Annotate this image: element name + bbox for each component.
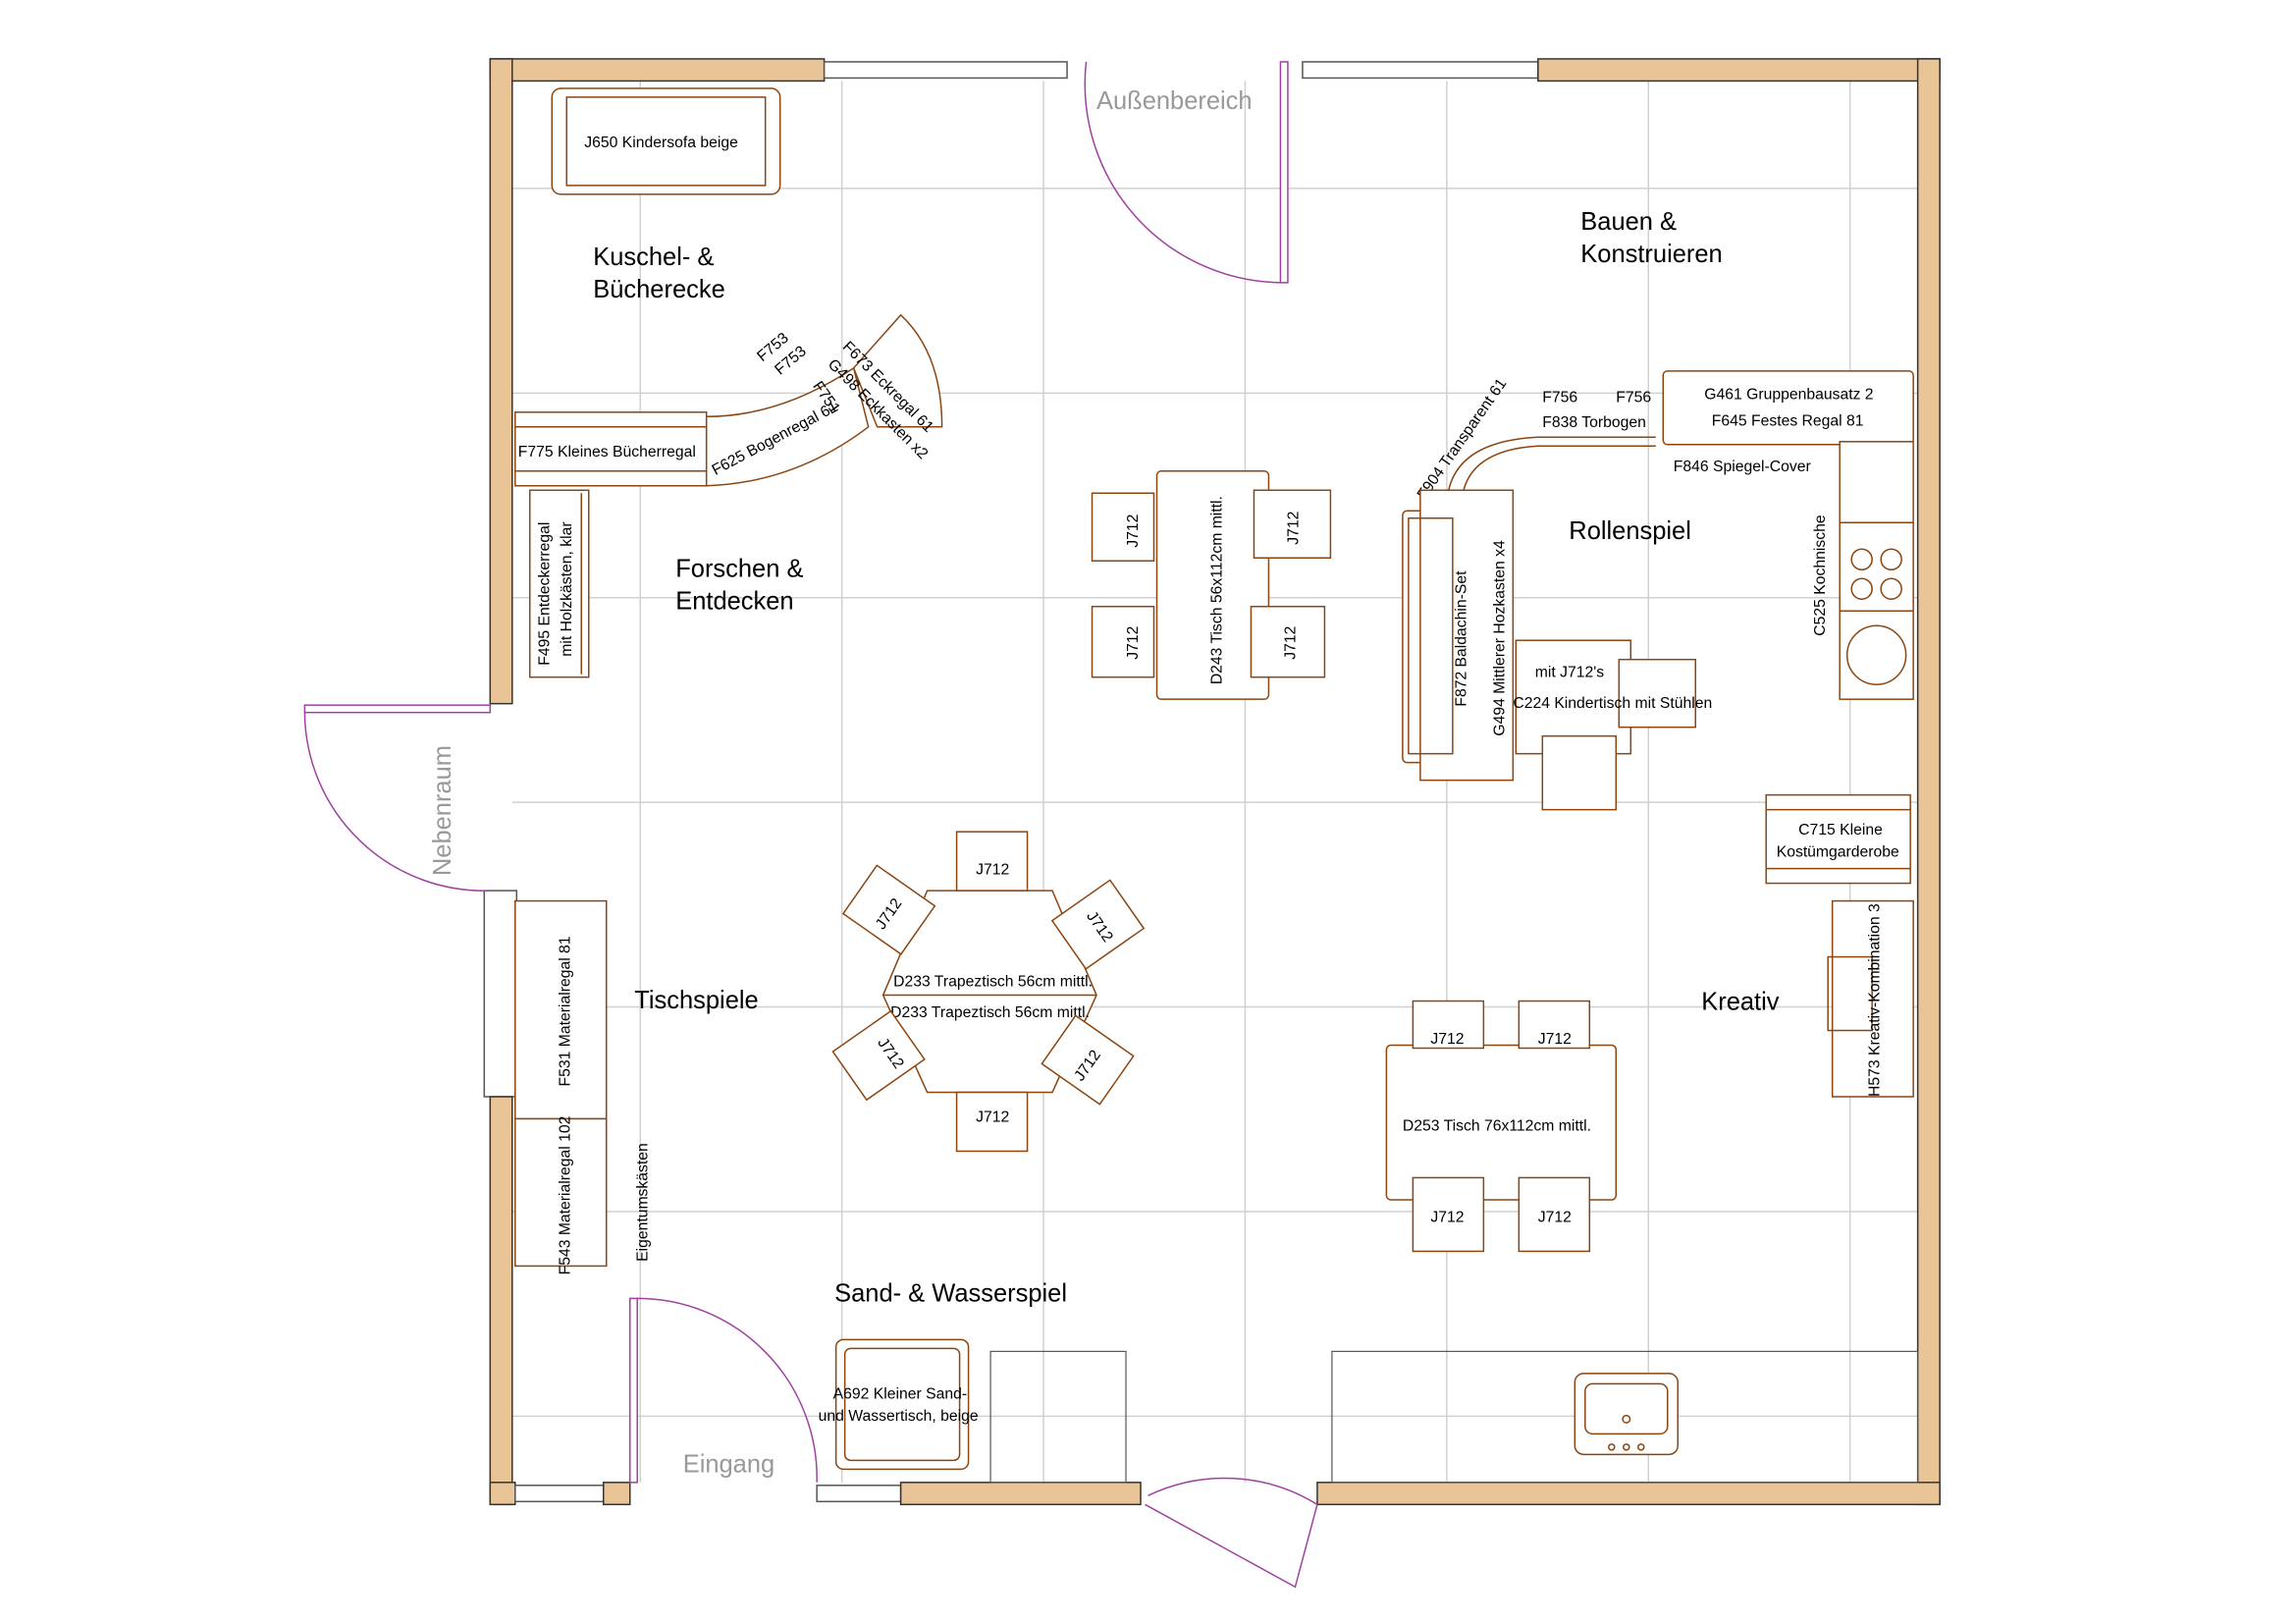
d253-label: D253 Tisch 76x112cm mittl. xyxy=(1403,1117,1591,1134)
wardrobe-c715[interactable]: C715 Kleine Kostümgarderobe xyxy=(1765,793,1911,885)
creative-h573[interactable]: H573 Kreativ-Kombination 3 xyxy=(1827,899,1914,1098)
door-label-aussenbereich: Außenbereich xyxy=(1096,87,1253,115)
f495-label: F495 Entdeckerregal xyxy=(536,522,553,666)
room-kuschel: Kuschel- & xyxy=(593,243,714,271)
h573-label: H573 Kreativ-Kombination 3 xyxy=(1867,903,1884,1097)
grid-lines xyxy=(511,81,1918,1483)
chair-label: J712 xyxy=(1538,1209,1572,1225)
c715-label-2: Kostümgarderobe xyxy=(1777,844,1899,861)
room-sand: Sand- & Wasserspiel xyxy=(834,1279,1067,1307)
sand-table-a692[interactable]: A692 Kleiner Sand- und Wassertisch, beig… xyxy=(819,1338,979,1471)
chair-label: J712 xyxy=(1282,626,1299,660)
room-labels: Kuschel- & Bücherecke Forschen & Entdeck… xyxy=(593,208,1780,1308)
chairs-d233: J712 J712 J712 J712 J712 J712 xyxy=(831,831,1146,1153)
counter-right xyxy=(1331,1350,1919,1484)
bookshelf-f775[interactable]: F775 Kleines Bücherregal xyxy=(514,411,708,487)
f872-label: F872 Baldachin-Set xyxy=(1453,570,1469,707)
shelf-f543[interactable]: F543 Materialregal 102 xyxy=(514,1116,608,1275)
c224-label: mit J712's xyxy=(1535,665,1604,681)
door-label-eingang: Eingang xyxy=(683,1450,774,1478)
shelf-f495[interactable]: F495 Entdeckerregal mit Holzkästen, klar xyxy=(529,489,590,678)
shelf-g461[interactable]: G461 Gruppenbausatz 2 F645 Festes Regal … xyxy=(1662,370,1914,446)
shelf-f531[interactable]: F531 Materialregal 81 xyxy=(514,899,608,1120)
room-forschen-2: Entdecken xyxy=(675,588,793,616)
f756a-label: F756 xyxy=(1542,389,1577,406)
canopy-f872[interactable]: F872 Baldachin-Set G494 Mittlerer Hozkas… xyxy=(1402,489,1515,782)
chair-label: J712 xyxy=(1538,1031,1572,1048)
g494-label: G494 Mittlerer Hozkasten x4 xyxy=(1491,540,1508,736)
room-kreativ: Kreativ xyxy=(1701,989,1780,1016)
room-kuschel-2: Bücherecke xyxy=(593,276,725,303)
door-nebenraum[interactable] xyxy=(303,704,492,892)
counter-left xyxy=(989,1350,1127,1484)
room-bauen: Bauen & xyxy=(1580,208,1677,236)
room-bauen-2: Konstruieren xyxy=(1580,241,1722,268)
chair-label: J712 xyxy=(1430,1209,1464,1225)
f531-label: F531 Materialregal 81 xyxy=(557,936,573,1086)
d233-label: D233 Trapeztisch 56cm mittl. xyxy=(893,974,1093,991)
c715-label: C715 Kleine xyxy=(1798,822,1883,839)
d243-label: D243 Tisch 56x112cm mittl. xyxy=(1208,496,1225,684)
table-d253[interactable]: D253 Tisch 76x112cm mittl. xyxy=(1385,1044,1618,1201)
f846-label: F846 Spiegel-Cover xyxy=(1674,459,1811,475)
sink[interactable] xyxy=(1574,1373,1680,1456)
f756b-label: F756 xyxy=(1616,389,1651,406)
walls xyxy=(483,58,1941,1506)
room-rollenspiel: Rollenspiel xyxy=(1569,517,1691,545)
f775-label: F775 Kleines Bücherregal xyxy=(518,444,696,460)
table-d233[interactable]: D233 Trapeztisch 56cm mittl. D233 Trapez… xyxy=(881,890,1097,1094)
f495-label-2: mit Holzkästen, klar xyxy=(559,521,575,656)
room-forschen: Forschen & xyxy=(675,556,803,583)
door-aussenbereich[interactable] xyxy=(1084,61,1289,284)
a692-label: A692 Kleiner Sand- xyxy=(833,1385,967,1402)
f838-label: F838 Torbogen xyxy=(1542,414,1646,431)
c525-label: C525 Kochnische xyxy=(1812,514,1829,636)
f645-label: F645 Festes Regal 81 xyxy=(1712,412,1864,429)
f904-label: F904 Transparent 61 xyxy=(1415,376,1511,503)
sofa[interactable]: J650 Kindersofa beige xyxy=(551,87,781,195)
chair-label: J712 xyxy=(976,1109,1009,1125)
chair-label: J712 xyxy=(1285,512,1302,545)
table-c224[interactable]: mit J712's C224 Kindertisch mit Stühlen xyxy=(1513,639,1712,811)
door-eingang[interactable] xyxy=(628,1297,818,1484)
chair-label: J712 xyxy=(1430,1031,1464,1048)
kitchen-c525[interactable]: C525 Kochnische xyxy=(1812,441,1914,700)
chair-label: J712 xyxy=(976,862,1009,879)
chairs-d243: J712 J712 J712 J712 xyxy=(1091,489,1332,678)
f543-label: F543 Materialregal 102 xyxy=(557,1116,573,1275)
c224-label-2: C224 Kindertisch mit Stühlen xyxy=(1513,695,1712,712)
arch-torbogen[interactable]: F904 Transparent 61 F756 F756 F838 Torbo… xyxy=(1415,376,1656,509)
table-d243[interactable]: D243 Tisch 56x112cm mittl. xyxy=(1155,470,1270,700)
chair-label: J712 xyxy=(1125,514,1142,548)
eigentum-label: Eigentumskästen xyxy=(635,1143,652,1262)
chairs-d253: J712 J712 J712 J712 xyxy=(1412,1000,1591,1253)
chair-label: J712 xyxy=(1125,626,1142,660)
room-tischspiele: Tischspiele xyxy=(634,987,758,1014)
d233-label-2: D233 Trapeztisch 56cm mittl. xyxy=(890,1004,1090,1021)
g461-label: G461 Gruppenbausatz 2 xyxy=(1704,386,1873,403)
sofa-label: J650 Kindersofa beige xyxy=(584,135,738,151)
door-bottom-exterior[interactable] xyxy=(1145,1477,1318,1589)
door-label-nebenraum: Nebenraum xyxy=(429,745,456,876)
a692-label-2: und Wassertisch, beige xyxy=(819,1408,979,1425)
